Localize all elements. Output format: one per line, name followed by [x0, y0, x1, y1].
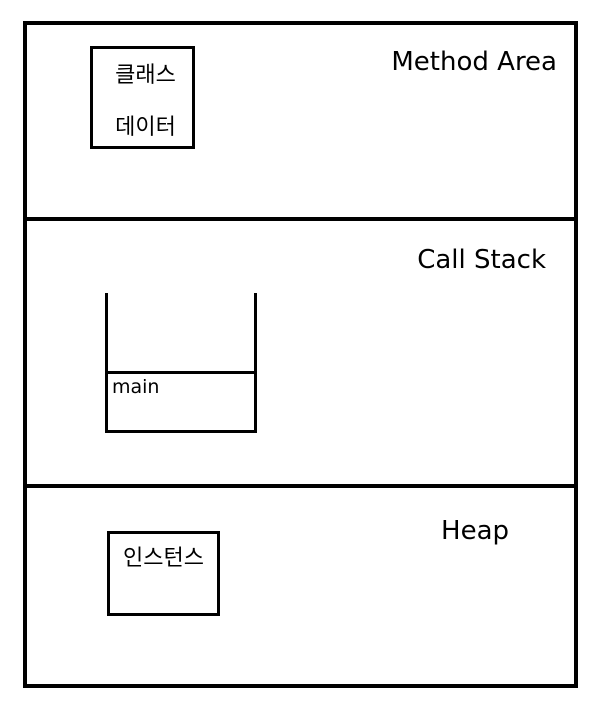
instance-label: 인스턴스 [123, 546, 204, 571]
stack-frame-main: main [108, 371, 254, 430]
method-area-region: Method Area 클래스 데이터 [23, 21, 578, 221]
stack-container: main [105, 293, 257, 433]
class-data-label-line2: 데이터 [115, 115, 176, 140]
heap-title: Heap [441, 516, 509, 546]
stack-frame-label: main [112, 376, 160, 398]
class-data-label: 클래스 데이터 [93, 63, 192, 141]
class-data-label-line1: 클래스 [115, 63, 176, 88]
instance-box: 인스턴스 [107, 531, 220, 616]
call-stack-region: Call Stack main [23, 217, 578, 488]
heap-region: Heap 인스턴스 [23, 484, 578, 688]
class-data-box: 클래스 데이터 [90, 46, 195, 149]
method-area-title: Method Area [391, 47, 557, 77]
call-stack-title: Call Stack [417, 245, 546, 275]
